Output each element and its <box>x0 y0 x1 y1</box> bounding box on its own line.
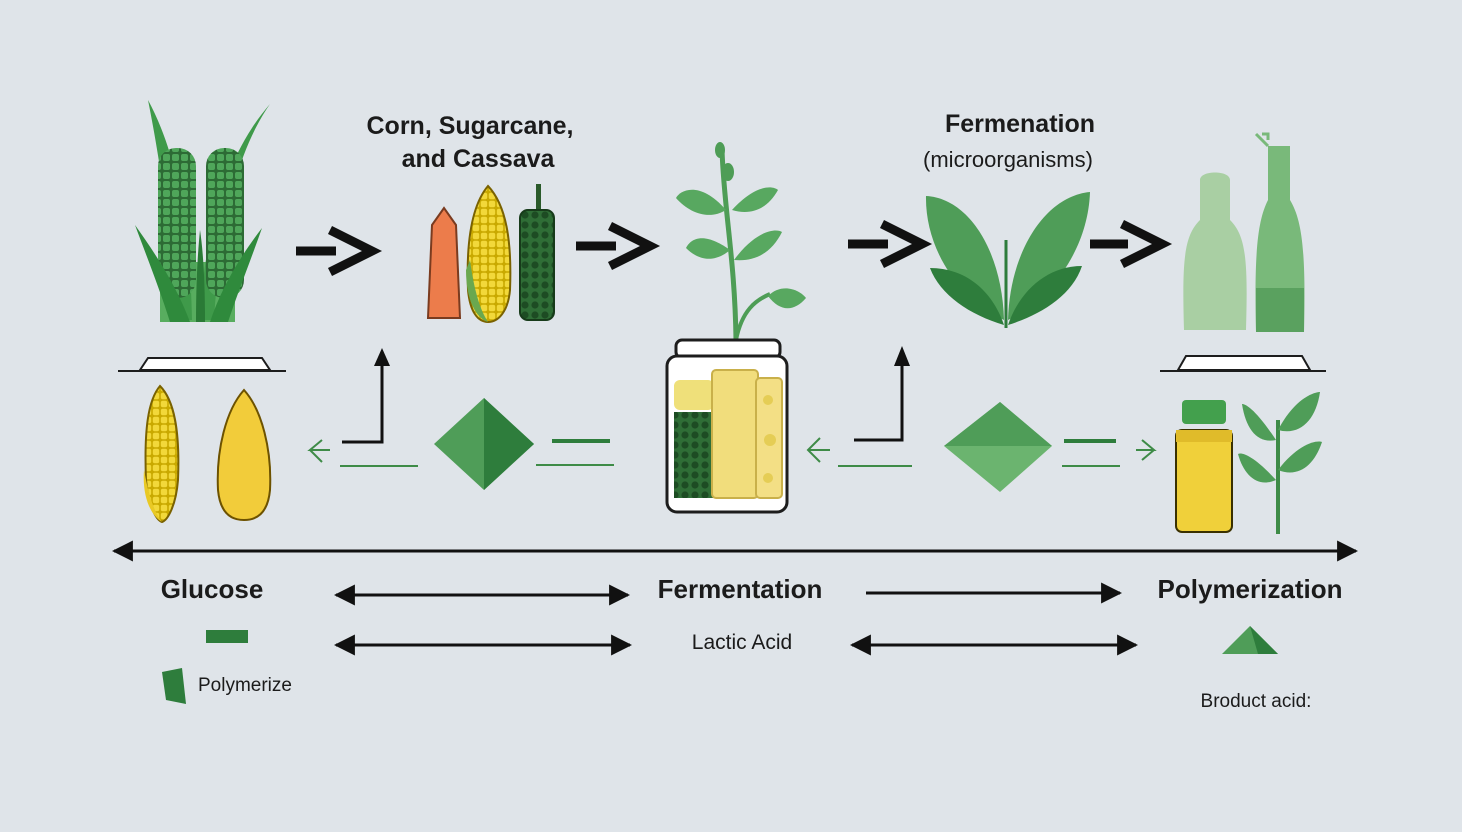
green-back-arrow-1 <box>307 439 418 467</box>
label-polymerize: Polymerize <box>198 675 292 696</box>
corn-plant-icon <box>135 100 270 322</box>
leaves-icon <box>925 192 1090 328</box>
plate-right-icon <box>1160 355 1326 372</box>
arrow-right-2-head <box>607 221 661 271</box>
green-back-arrow-2 <box>806 437 830 463</box>
stage-glucose: Glucose <box>161 574 264 604</box>
green-tab-icon <box>162 668 186 704</box>
bioplastic-bottles-icon <box>1183 132 1305 332</box>
sources-title-line2: and Cassava <box>402 145 556 173</box>
label-lactic-acid: Lactic Acid <box>692 631 792 654</box>
small-plant-icon <box>1238 392 1322 534</box>
sprout-plant-icon <box>676 142 806 341</box>
product-bottle-icon <box>1175 400 1233 533</box>
corn-cob-small-icon <box>143 384 180 524</box>
up-arrow-2-head <box>894 346 910 366</box>
up-arrow-1-head <box>374 348 390 366</box>
fermentation-jar-icon <box>665 338 789 514</box>
diamond-2-icon <box>944 402 1052 492</box>
arrow-right-3-head <box>879 219 933 269</box>
stage-polymerization: Polymerization <box>1158 574 1343 604</box>
arrow-right-1-head <box>327 225 383 277</box>
up-arrow-1 <box>342 356 384 444</box>
sugarcane-icon <box>519 184 555 321</box>
plate-left-icon <box>118 357 286 372</box>
corn-cob-icon <box>466 184 512 324</box>
fermentation-top-title-line2: (microorganisms) <box>923 147 1093 172</box>
arrow-right-4-head <box>1119 219 1173 269</box>
up-arrow-2 <box>854 356 904 442</box>
fermentation-top-title-line1: Fermenation <box>945 110 1095 138</box>
diamond-1-icon <box>434 398 534 490</box>
seed-kernel-icon <box>216 388 272 522</box>
green-forward-arrow <box>1062 439 1157 467</box>
sources-title-line1: Corn, Sugarcane, <box>367 112 574 140</box>
stage-fermentation: Fermentation <box>658 574 823 604</box>
label-product-acid: Broduct acid: <box>1201 691 1312 712</box>
green-bar-icon <box>206 630 248 643</box>
cassava-root-icon <box>426 206 462 319</box>
pyramid-icon <box>1222 626 1278 654</box>
